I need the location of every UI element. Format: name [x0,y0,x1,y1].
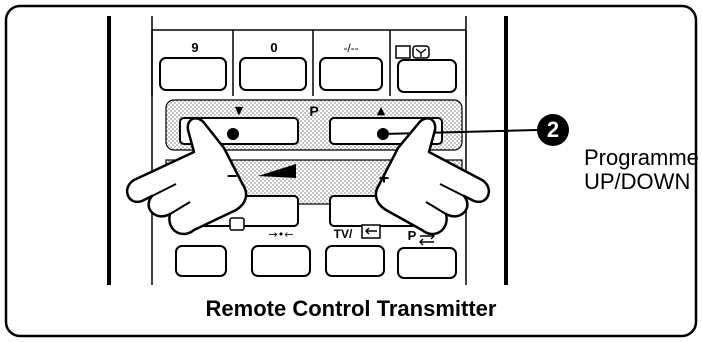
bottom-key-3-button[interactable] [325,245,385,277]
volume-up-symbol: + [379,168,390,188]
bottom-key-4-button[interactable] [397,247,457,279]
bottom-key-1-button[interactable] [175,245,227,277]
volume-down-symbol: − [227,166,238,186]
key-9-button[interactable] [159,57,227,91]
number-key-frame [151,29,467,96]
key-dash-button[interactable] [319,57,383,91]
tv-av-input-icon [361,224,381,239]
volume-wedge-icon [258,164,296,178]
tv-av-label: TV/ [334,227,353,241]
swap-icon [419,232,435,246]
bottom-key-2-button[interactable] [251,245,311,277]
key-0-label: 0 [270,40,277,55]
callout-number-badge: 2 [537,114,569,146]
callout-subtitle: UP/DOWN [584,169,691,194]
programme-down-symbol: ▼ [235,104,244,117]
pointing-hand-icon [125,117,248,236]
swap-label: →•← [269,228,294,241]
teletext-icon [229,217,245,231]
outer-frame [4,4,698,338]
key-9-label: 9 [191,40,198,55]
callout-title: Programme [584,145,699,170]
programme-down-dot [227,128,239,140]
key-dash-label: -/-- [343,41,358,55]
programme-up-symbol: ▲ [377,104,386,117]
p-key-label: P [408,228,417,243]
timer-button[interactable] [397,59,457,93]
timer-icon [395,45,430,59]
diagram-caption: Remote Control Transmitter [205,296,497,321]
programme-p-label: P [309,103,318,119]
key-0-button[interactable] [239,57,307,91]
pointing-hand-icon [374,117,491,236]
